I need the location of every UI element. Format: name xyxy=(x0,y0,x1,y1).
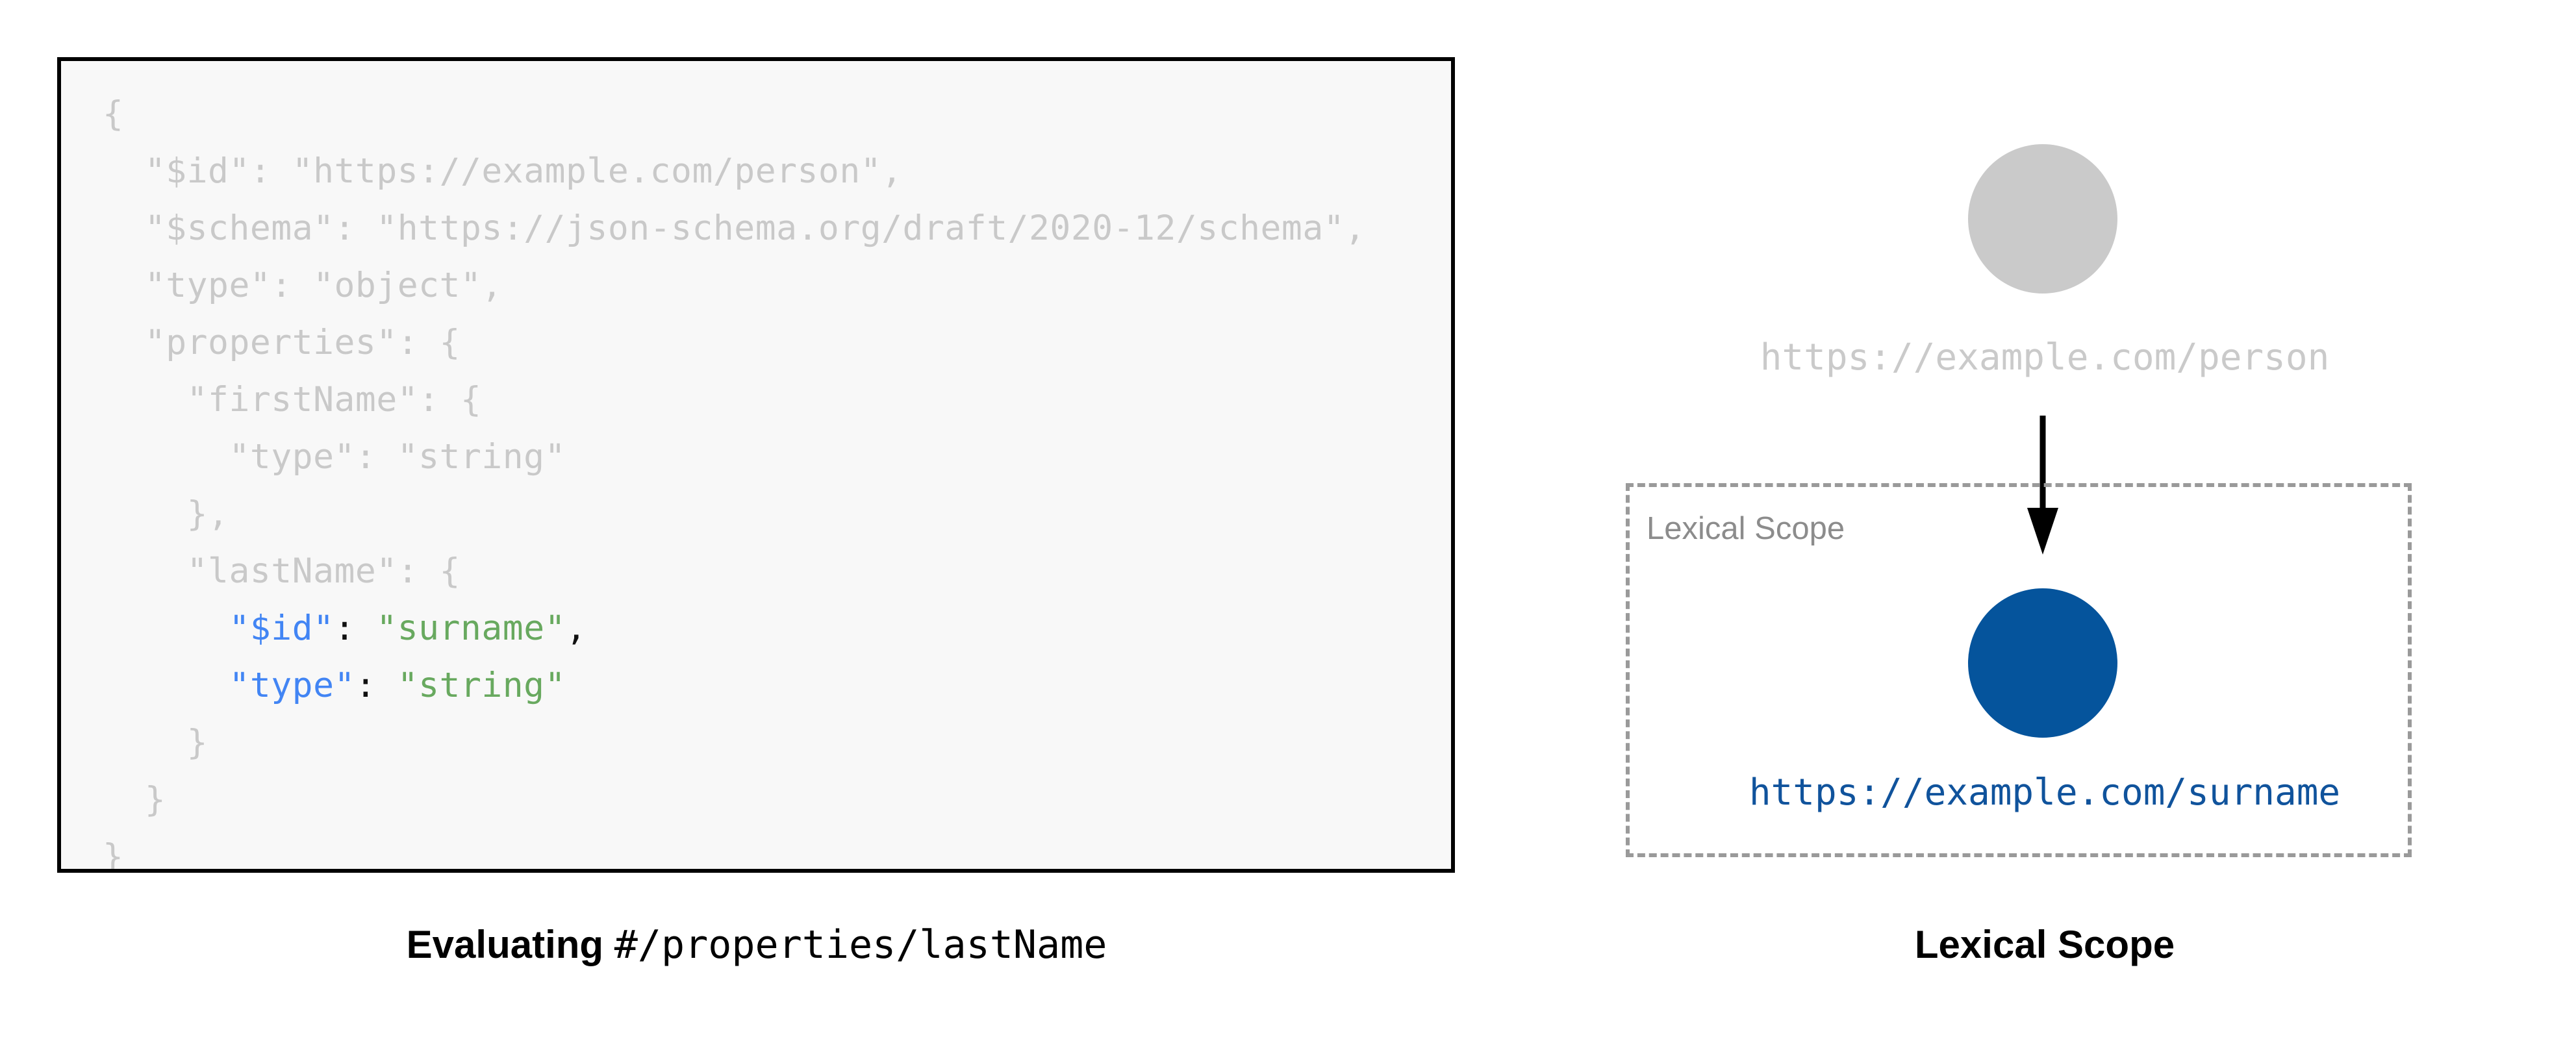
code-line: { xyxy=(103,86,1366,143)
code-indent xyxy=(103,266,145,305)
code-token: : { xyxy=(418,380,482,419)
code-token: , xyxy=(481,266,503,305)
code-indent xyxy=(103,608,229,648)
code-token: , xyxy=(881,151,903,191)
inner-scope-node-circle xyxy=(1968,588,2117,738)
code-token: "string" xyxy=(397,437,566,477)
code-line: }, xyxy=(103,486,1366,543)
lexical-scope-box-label: Lexical Scope xyxy=(1647,511,1845,546)
outer-scope-node-circle xyxy=(1968,144,2117,294)
code-indent xyxy=(103,151,145,191)
scope-arrow-icon xyxy=(2027,416,2058,555)
code-lines-container: { "$id": "https://example.com/person", "… xyxy=(103,86,1366,873)
evaluating-panel: { "$id": "https://example.com/person", "… xyxy=(0,57,1513,968)
code-token: "type" xyxy=(144,266,271,305)
code-token: : xyxy=(355,437,398,477)
code-line: } xyxy=(103,714,1366,771)
lexical-scope-panel: https://example.com/person Lexical Scope… xyxy=(1513,0,2576,1039)
code-token: "type" xyxy=(229,437,355,477)
code-indent xyxy=(103,723,187,762)
code-token: : xyxy=(334,208,377,248)
code-indent xyxy=(103,380,187,419)
lexical-scope-boundary xyxy=(1626,483,2412,857)
code-token: : xyxy=(249,151,292,191)
code-token: "surname" xyxy=(376,608,566,648)
code-token: "$id" xyxy=(229,608,335,648)
code-token: "https://json-schema.org/draft/2020-12/s… xyxy=(376,208,1345,248)
code-token: } xyxy=(144,780,166,820)
caption-bold-label: Evaluating xyxy=(406,923,604,966)
left-panel-caption: Evaluating #/properties/lastName xyxy=(0,922,1513,968)
code-indent xyxy=(103,666,229,705)
code-line: "$id": "surname", xyxy=(103,600,1366,657)
code-token: } xyxy=(103,837,124,873)
code-line: "firstName": { xyxy=(103,371,1366,429)
code-line: } xyxy=(103,771,1366,829)
outer-scope-node-label: https://example.com/person xyxy=(1760,336,2330,379)
code-token: { xyxy=(103,94,124,134)
caption-json-pointer: #/properties/lastName xyxy=(614,922,1107,968)
code-line: "properties": { xyxy=(103,314,1366,371)
code-indent xyxy=(103,780,145,820)
code-token: "$id" xyxy=(144,151,250,191)
code-token: } xyxy=(186,723,208,762)
code-token: "type" xyxy=(229,666,355,705)
code-line: "type": "object", xyxy=(103,257,1366,314)
code-line: "$id": "https://example.com/person", xyxy=(103,143,1366,200)
json-schema-code-block: { "$id": "https://example.com/person", "… xyxy=(57,57,1455,873)
code-token: "https://example.com/person" xyxy=(292,151,882,191)
code-line: "lastName": { xyxy=(103,543,1366,600)
code-indent xyxy=(103,494,187,534)
code-token: : xyxy=(271,266,314,305)
code-indent xyxy=(103,551,187,591)
code-token: , xyxy=(1345,208,1366,248)
code-token: "object" xyxy=(313,266,482,305)
code-token: : { xyxy=(397,323,461,362)
code-token: "$schema" xyxy=(144,208,335,248)
code-token: : { xyxy=(397,551,461,591)
code-indent xyxy=(103,323,145,362)
code-token: : xyxy=(355,666,398,705)
code-token: }, xyxy=(186,494,229,534)
code-line: } xyxy=(103,829,1366,873)
code-token: "lastName" xyxy=(186,551,398,591)
right-panel-caption: Lexical Scope xyxy=(1914,923,2175,966)
code-token: , xyxy=(566,608,587,648)
code-token: : xyxy=(334,608,377,648)
code-indent xyxy=(103,437,229,477)
code-line: "type": "string" xyxy=(103,429,1366,486)
code-token: "firstName" xyxy=(186,380,419,419)
code-token: "string" xyxy=(397,666,566,705)
code-token: "properties" xyxy=(144,323,398,362)
caption-space xyxy=(603,923,614,966)
code-line: "type": "string" xyxy=(103,657,1366,714)
code-line: "$schema": "https://json-schema.org/draf… xyxy=(103,200,1366,257)
inner-scope-node-label: https://example.com/surname xyxy=(1749,771,2341,814)
code-indent xyxy=(103,208,145,248)
